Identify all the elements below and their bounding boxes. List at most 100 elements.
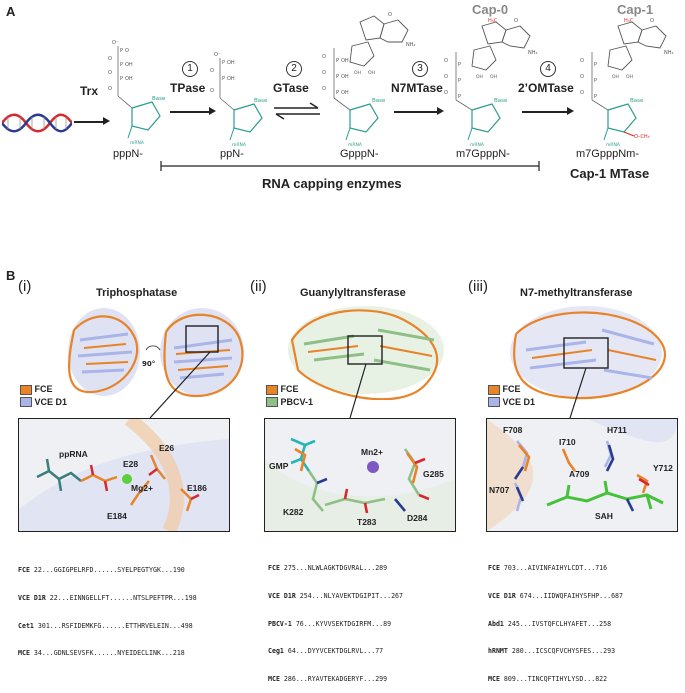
align-row: FCE 22...GGIGPELRFD......SYELPEGTYGK...1… [18,566,185,575]
svg-text:P: P [458,62,461,68]
panel-iii-zoom-line [569,367,587,419]
label-y712: Y712 [653,463,673,473]
trx-arrowhead [103,117,110,125]
panel-i-roman: (i) [18,278,32,295]
capping-enzymes-bracket [160,161,540,171]
legend-fce: FCE [266,384,313,395]
svg-text:O: O [514,18,518,24]
align-row: FCE 275...NLWLAGKTDGVRAL...289 [268,564,388,573]
panel-i-zoom-line [149,351,211,419]
panel-ii-zoom-line [349,363,367,419]
panel-iii-title: N7-methyltransferase [520,287,633,299]
species-gpppn: GpppN- [340,148,379,160]
svg-text:O: O [108,86,112,92]
svg-text:P: P [458,94,461,100]
svg-text:NH₂: NH₂ [406,42,416,48]
svg-text:O: O [210,88,214,94]
svg-text:mRNA: mRNA [130,140,145,146]
align-row: MCE 286...RYAVTEKADGERYF...299 [268,674,388,683]
svg-text:O: O [388,12,392,18]
trx-arrow [74,121,104,123]
panel-i-zoom: ppRNA E26 E28 Mg2+ E186 E184 [18,418,230,532]
svg-text:NH₂: NH₂ [664,50,674,56]
svg-text:OH: OH [125,76,133,82]
svg-text:OH: OH [368,70,375,76]
step-3-arrowhead [437,107,444,115]
svg-text:O: O [322,86,326,92]
svg-text:O: O [108,56,112,62]
svg-text:Base: Base [494,98,508,104]
svg-text:O: O [108,70,112,76]
align-row: hRNMT 280...ICSCQFVCHYSFES...293 [488,647,616,656]
step-2-equilibrium-arrow [274,102,320,120]
species-ppn: ppN- [220,148,244,160]
svg-text:P: P [594,94,597,100]
panel-i-title: Triphosphatase [96,287,178,299]
svg-text:O⁻: O⁻ [214,52,221,58]
step-1-arrowhead [209,107,216,115]
species-pppn: pppN- [113,148,143,160]
align-row: PBCV-1 76...KYVVSEKTDGIRFM...89 [268,619,392,628]
svg-text:mRNA: mRNA [606,142,621,148]
label-mg: Mg2+ [131,483,153,493]
panel-b-letter: B [6,268,16,283]
panel-ii-zoom: GMP Mn2+ G285 K282 T283 D284 [264,418,456,532]
label-e26: E26 [159,443,175,453]
svg-text:mRNA: mRNA [470,142,485,148]
panel-ii-alignment: FCE 275...NLWLAGKTDGVRAL...289 VCE D1R 2… [268,546,403,693]
panel-ii-legend: FCE PBCV-1 [266,384,313,408]
svg-text:OH: OH [227,60,235,66]
svg-text:O: O [580,90,584,96]
svg-text:Base: Base [254,98,268,104]
svg-text:O: O [322,54,326,60]
svg-text:O: O [444,58,448,64]
panel-iii-roman: (iii) [468,278,488,295]
svg-text:mRNA: mRNA [348,142,363,148]
label-e186: E186 [187,483,207,493]
step-1-label: TPase [170,81,206,95]
cap-0-label: Cap-0 [472,2,509,17]
svg-text:OH: OH [227,76,235,82]
legend-pbcv-1: PBCV-1 [266,397,313,408]
step-4-arrowhead [567,107,574,115]
svg-text:OH: OH [626,74,633,80]
svg-text:P: P [594,62,597,68]
label-h711: H711 [607,425,627,435]
svg-text:O: O [210,68,214,74]
label-pprna: ppRNA [59,449,88,459]
label-g285: G285 [423,469,444,479]
label-e184: E184 [107,511,127,521]
svg-text:P: P [336,74,339,80]
panel-iii-legend: FCE VCE D1 [488,384,535,408]
svg-text:NH₂: NH₂ [528,50,538,56]
align-row: MCE 34...GDNLSEVSFK......NYEIDECLINK...2… [18,649,185,658]
panel-a-letter: A [6,4,16,19]
svg-text:P: P [222,76,225,82]
svg-text:Base: Base [372,98,386,104]
svg-text:O: O [580,58,584,64]
align-row: Abd1 245...IVSTQFCLHYAFET...258 [488,619,612,628]
legend-vce-d1: VCE D1 [488,397,535,408]
triphosphatase-structure: 90° [68,308,244,398]
align-row: Ceg1 64...DYYVCEKTDGLRVL...77 [268,647,384,656]
guanylyltransferase-structure [288,306,444,400]
align-row: FCE 703...AIVINFAIHYLCDT...716 [488,564,608,573]
panel-ii-roman: (ii) [250,278,267,295]
step-4-badge: 4 [540,61,556,77]
svg-text:O–CH₃: O–CH₃ [634,134,650,140]
svg-text:mRNA: mRNA [232,142,247,148]
align-row: MCE 809...TINCQFTIHYLYSD...822 [488,674,608,683]
bracket-label: RNA capping enzymes [262,176,402,191]
svg-text:O: O [444,90,448,96]
step-2-label: GTase [273,81,309,95]
panel-iii-zoom: F708 I710 H711 A709 Y712 N707 SAH [486,418,678,532]
label-e28: E28 [123,459,139,469]
svg-text:P: P [458,78,461,84]
legend-fce: FCE [488,384,535,395]
svg-text:OH: OH [490,74,497,80]
n7-mtase-structure [510,306,666,400]
